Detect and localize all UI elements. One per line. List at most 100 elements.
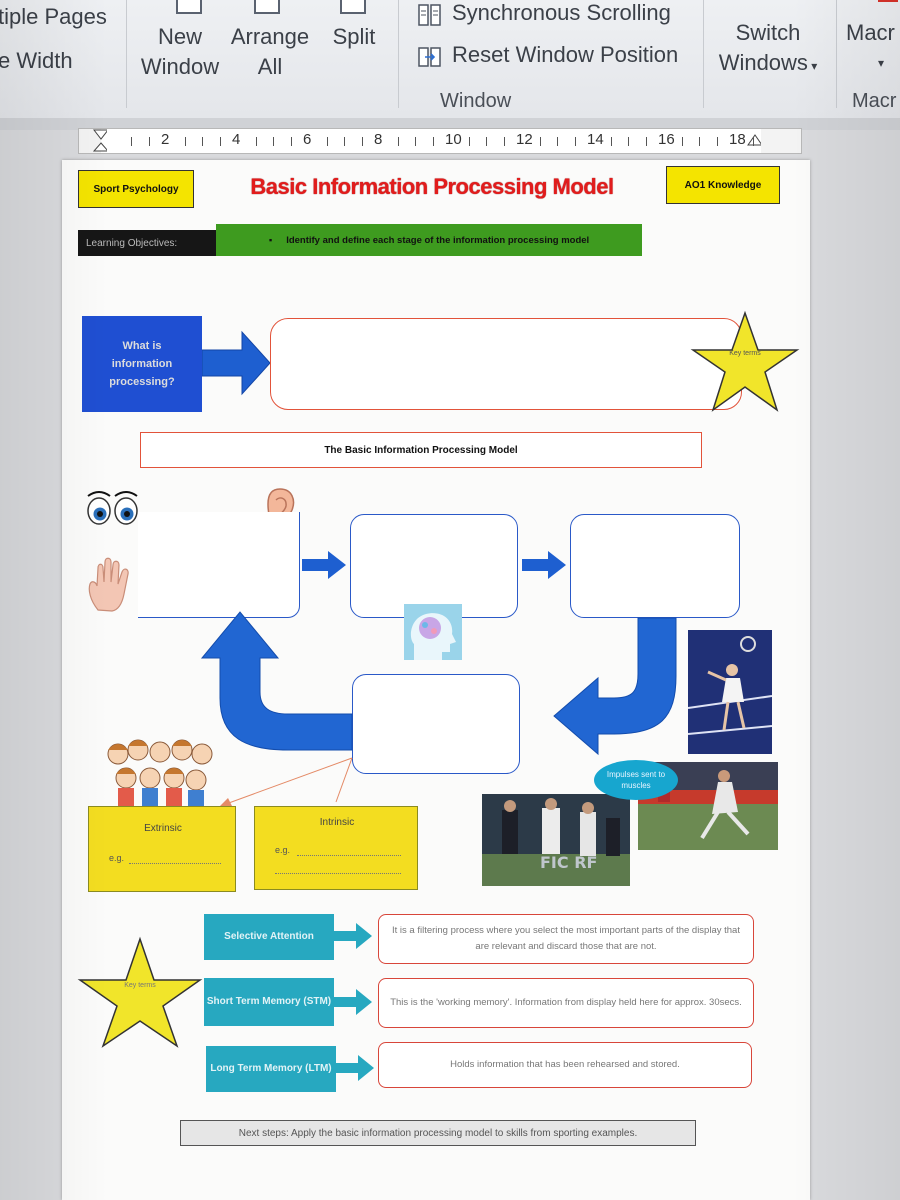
tennis-photo bbox=[688, 630, 772, 754]
page-width-button[interactable]: e Width bbox=[0, 48, 73, 73]
output-box[interactable] bbox=[570, 514, 740, 618]
ruler-tick bbox=[540, 137, 541, 146]
extrinsic-eg: e.g. bbox=[109, 853, 125, 863]
intrinsic-answer-line bbox=[275, 873, 401, 874]
ruler-number: 18 bbox=[729, 131, 746, 148]
ruler-tick bbox=[131, 137, 132, 146]
impulses-oval: Impulses sent to muscles bbox=[594, 760, 678, 800]
macros-icon bbox=[878, 0, 898, 2]
ruler-tick bbox=[415, 137, 416, 146]
svg-text:FIC RF: FIC RF bbox=[540, 853, 597, 872]
dropdown-arrow-icon: ▾ bbox=[807, 59, 818, 73]
arrange-all-label-line1: Arrange bbox=[230, 24, 310, 49]
children-illustration bbox=[107, 739, 213, 806]
star-key-terms-label-bottom: Key terms bbox=[124, 982, 156, 989]
hand-icon bbox=[88, 557, 129, 612]
intrinsic-eg: e.g. bbox=[275, 845, 291, 855]
tag-ao1-knowledge: AO1 Knowledge bbox=[666, 166, 780, 204]
synchronous-scrolling-button[interactable]: Synchronous Scrolling bbox=[416, 0, 696, 30]
macros-button[interactable]: Macr ▾ bbox=[846, 18, 900, 78]
input-box[interactable] bbox=[138, 512, 300, 618]
arrow-icon bbox=[334, 989, 372, 1015]
ruler-tick bbox=[185, 137, 186, 146]
brain-icon bbox=[404, 604, 462, 660]
next-steps-box: Next steps: Apply the basic information … bbox=[180, 1120, 696, 1146]
ruler-text-area bbox=[101, 129, 761, 153]
reset-window-position-button[interactable]: Reset Window Position bbox=[416, 42, 696, 72]
feedback-connector-lines bbox=[218, 757, 353, 808]
bullet-icon: ▪ bbox=[268, 234, 273, 246]
ruler-tick bbox=[575, 137, 576, 146]
star-icon bbox=[77, 936, 203, 1048]
left-indent-marker[interactable] bbox=[93, 129, 107, 153]
question-text: What is information processing? bbox=[109, 340, 175, 388]
intrinsic-card[interactable]: Intrinsic e.g. bbox=[254, 806, 418, 890]
synchronous-scrolling-icon bbox=[418, 4, 441, 26]
ruler-number: 12 bbox=[516, 131, 533, 148]
answer-box[interactable] bbox=[270, 318, 742, 410]
ribbon-bottom-border bbox=[0, 118, 900, 130]
arrange-all-button[interactable]: Arrange All bbox=[226, 22, 314, 82]
ruler-tick bbox=[149, 137, 150, 146]
macros-label-line1: Macr bbox=[846, 20, 895, 45]
extrinsic-title: Extrinsic bbox=[144, 823, 182, 834]
split-label: Split bbox=[332, 24, 376, 49]
new-window-label-line1: New bbox=[157, 24, 202, 49]
ruler-tick bbox=[699, 137, 700, 146]
extrinsic-answer-line bbox=[129, 863, 221, 864]
ribbon-separator bbox=[398, 0, 399, 108]
learning-objective-text: ▪ Identify and define each stage of the … bbox=[216, 224, 642, 256]
arrow-icon bbox=[202, 330, 271, 396]
term-selective-attention: Selective Attention bbox=[204, 914, 334, 960]
learning-objectives-label: Learning Objectives: bbox=[78, 230, 216, 256]
ruler-tick bbox=[646, 137, 647, 146]
term-short-term-memory: Short Term Memory (STM) bbox=[204, 978, 334, 1026]
eyes-icon bbox=[87, 491, 138, 525]
ribbon-separator bbox=[126, 0, 127, 108]
ruler-number: 6 bbox=[303, 131, 312, 148]
extrinsic-card[interactable]: Extrinsic e.g. bbox=[88, 806, 236, 892]
ruler-tick bbox=[220, 137, 221, 146]
ruler-tick bbox=[682, 137, 683, 146]
star-key-terms-label: Key terms bbox=[729, 350, 761, 357]
multiple-pages-button[interactable]: tiple Pages bbox=[0, 4, 107, 29]
switch-windows-label-line1: Switch bbox=[735, 20, 801, 45]
ribbon-separator bbox=[703, 0, 704, 108]
arrange-all-icon bbox=[254, 0, 280, 14]
dropdown-arrow-icon: ▾ bbox=[878, 56, 885, 70]
ruler-tick bbox=[344, 137, 345, 146]
right-indent-marker[interactable] bbox=[747, 129, 761, 153]
feedback-box[interactable] bbox=[352, 674, 520, 774]
ruler-number: 4 bbox=[232, 131, 241, 148]
ruler-tick bbox=[504, 137, 505, 146]
arrow-icon bbox=[522, 551, 566, 579]
document-page[interactable]: Sport Psychology Basic Information Proce… bbox=[62, 160, 810, 1200]
ruler-number: 16 bbox=[658, 131, 675, 148]
arrow-icon bbox=[553, 617, 677, 756]
ruler-tick bbox=[362, 137, 363, 146]
new-window-button[interactable]: New Window bbox=[136, 22, 224, 82]
ruler-tick bbox=[486, 137, 487, 146]
question-box: What is information processing? bbox=[82, 316, 202, 412]
ruler-tick bbox=[256, 137, 257, 146]
macros-group-label: Macr bbox=[852, 90, 897, 112]
ruler-tick bbox=[273, 137, 274, 146]
ribbon-separator bbox=[836, 0, 837, 108]
ruler-tick bbox=[291, 137, 292, 146]
intrinsic-title: Intrinsic bbox=[319, 817, 355, 828]
arrow-icon bbox=[336, 1055, 374, 1081]
new-window-label-line2: Window bbox=[140, 54, 220, 79]
ruler-tick bbox=[433, 137, 434, 146]
decision-making-box[interactable] bbox=[350, 514, 518, 618]
ruler-number: 2 bbox=[161, 131, 170, 148]
switch-windows-button[interactable]: Switch Windows ▾ bbox=[708, 18, 828, 81]
ruler-tick bbox=[753, 137, 754, 146]
ribbon: tiple Pages e Width New Window Arrange A… bbox=[0, 0, 900, 119]
split-button[interactable]: Split bbox=[324, 22, 384, 52]
ruler-tick bbox=[717, 137, 718, 146]
ruler-tick bbox=[398, 137, 399, 146]
model-heading: The Basic Information Processing Model bbox=[140, 432, 702, 468]
ruler-number: 8 bbox=[374, 131, 383, 148]
arrow-icon bbox=[302, 551, 346, 579]
